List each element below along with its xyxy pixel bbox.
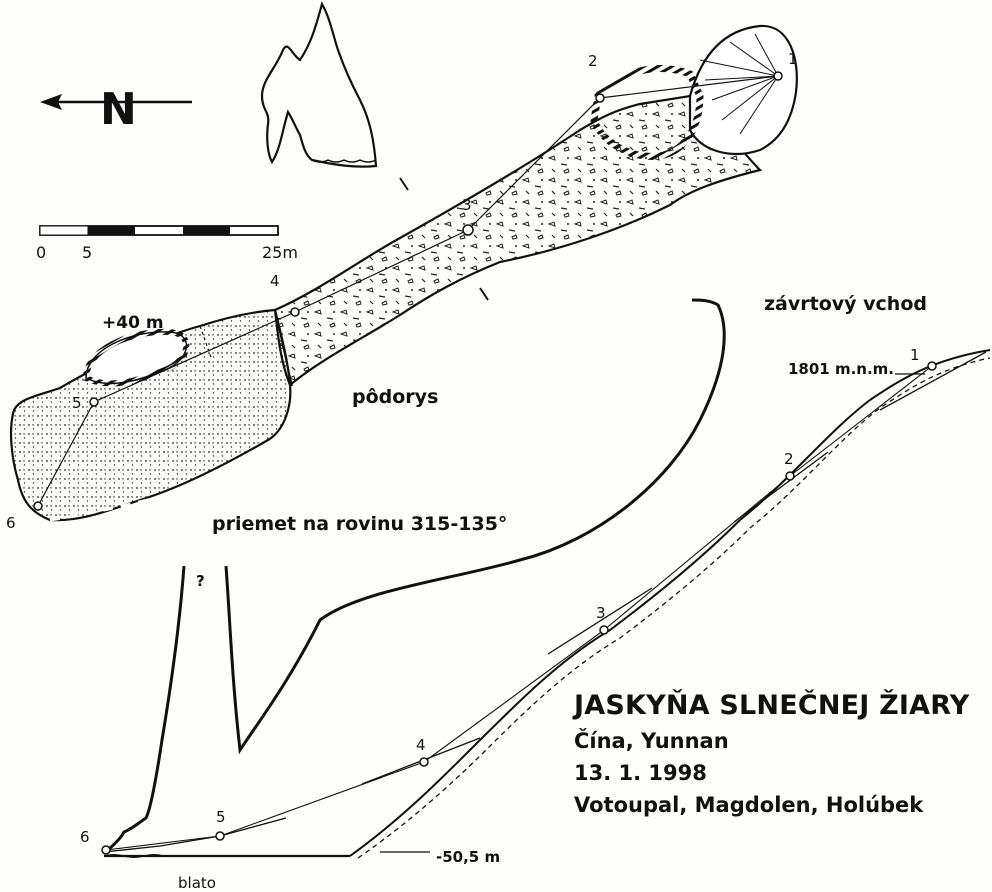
outline-coast [311,159,377,163]
scale-tick-0: 0 [36,243,46,262]
plan-survey-line [37,75,779,507]
profile-view: 1 2 3 4 5 6 [80,298,991,859]
plan-hatched-chamber [590,65,704,160]
cave-location: Čína, Yunnan [574,729,729,753]
upper-chamber-elevation-label: +40 m [102,313,164,333]
scale-tick-25: 25m [262,243,298,262]
profile-station-1: 1 [910,346,920,364]
profile-station-4: 4 [416,736,426,754]
map-title-block: JASKYŇA SLNEČNEJ ŽIARY Čína, Yunnan 13. … [574,690,970,817]
plan-view: 1 2 3 4 5 6 [6,24,798,532]
plan-station-markers [33,71,783,511]
profile-station-2: 2 [784,450,794,468]
profile-station-markers [101,361,937,855]
profile-slope-floor [349,349,991,857]
unknown-continuation-label: ? [196,572,205,590]
north-letter: N [100,84,137,135]
plan-station-4: 4 [270,272,280,290]
profile-left-wall [106,565,186,852]
upper-chamber-hatch [82,328,190,387]
entrance-altitude-label: 1801 m.n.m. [788,360,894,378]
profile-station-5: 5 [216,808,226,826]
mud-label: blato [178,874,216,892]
profile-shaft-outline [224,298,726,755]
survey-date: 13. 1. 1998 [574,761,707,785]
plan-view-label: pôdorys [352,386,438,408]
profile-survey-line [105,365,933,851]
survey-authors: Votoupal, Magdolen, Holúbek [574,793,924,817]
profile-station-6: 6 [80,828,90,846]
doline-rays [699,33,779,135]
scale-bar: 0 5 25m [36,225,298,262]
plan-station-2: 2 [588,52,598,70]
plan-main-passage [273,94,763,387]
profile-view-label: priemet na rovinu 315-135° [212,513,507,535]
plan-station-1: 1 [788,50,798,68]
plan-station-5: 5 [72,394,82,412]
north-arrow-icon: N [40,84,192,135]
plan-doline [688,24,798,155]
scale-tick-5: 5 [82,243,92,262]
cave-name: JASKYŇA SLNEČNEJ ŽIARY [574,690,970,721]
plan-station-6: 6 [6,514,16,532]
profile-station-3: 3 [596,604,606,622]
plan-station-3: 3 [462,196,472,214]
depth-label: -50,5 m [436,848,500,866]
mud-floor [103,854,165,858]
entrance-label: závrtový vchod [764,293,927,315]
location-outline [260,1,378,168]
